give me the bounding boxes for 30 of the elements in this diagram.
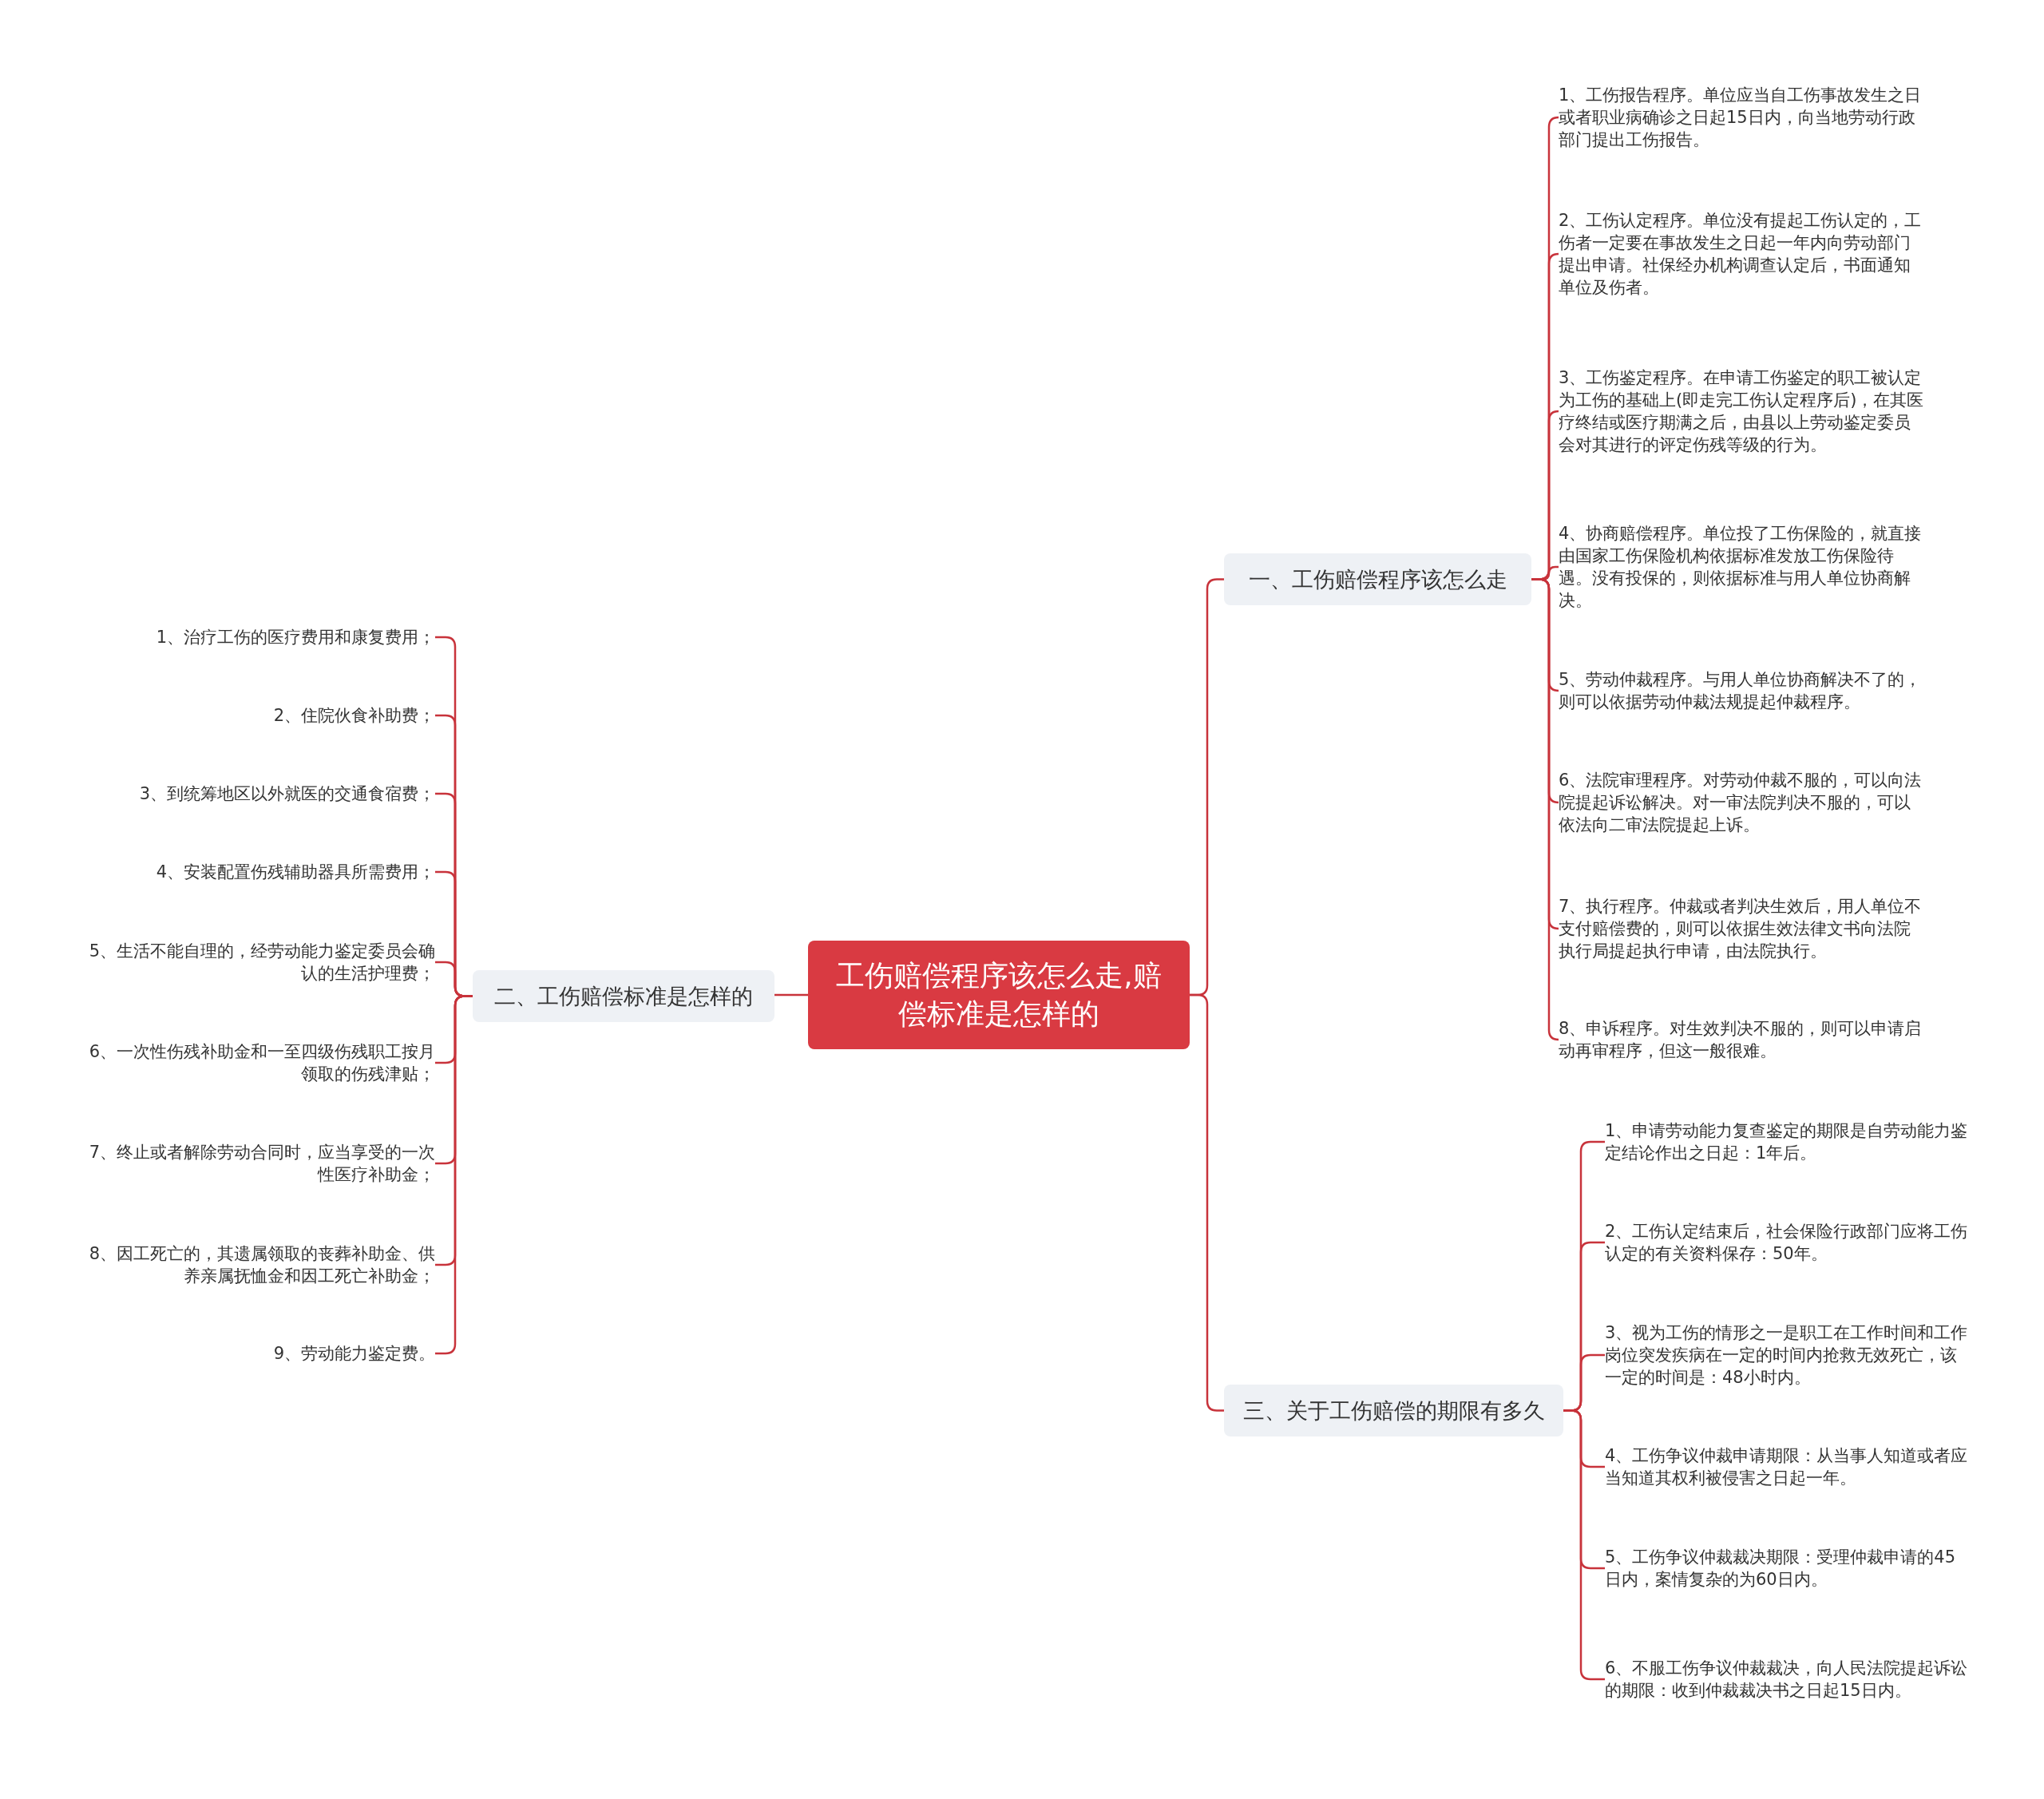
subtopic-text: 6、法院审理程序。对劳动仲裁不服的，可以向法院提起诉讼解决。对一审法院判决不服的，可以依法向二审法院提起上诉。 — [1559, 769, 1926, 836]
connector-line — [774, 993, 808, 997]
subtopic-text: 1、工伤报告程序。单位应当自工伤事故发生之日或者职业病确诊之日起15日内，向当地劳动行政部门提出工伤报告。 — [1559, 84, 1926, 151]
subtopic-text: 9、劳动能力鉴定费。 — [80, 1342, 435, 1365]
central-topic: 工伤赔偿程序该怎么走,赔偿标准是怎样的 — [808, 941, 1190, 1049]
subtopic-text: 8、申诉程序。对生效判决不服的，则可以申请启动再审程序，但这一般很难。 — [1559, 1017, 1926, 1062]
branch-topic: 一、工伤赔偿程序该怎么走 — [1224, 553, 1531, 605]
subtopic-text: 2、工伤认定程序。单位没有提起工伤认定的，工伤者一定要在事故发生之日起一年内向劳动部门提出申请。社保经办机构调查认定后，书面通知单位及伤者。 — [1559, 209, 1926, 299]
subtopic-text: 4、安装配置伤残辅助器具所需费用； — [80, 861, 435, 883]
subtopic-text: 1、治疗工伤的医疗费用和康复费用； — [80, 626, 435, 648]
subtopic-text: 3、到统筹地区以外就医的交通食宿费； — [80, 783, 435, 805]
subtopic-text: 7、终止或者解除劳动合同时，应当享受的一次性医疗补助金； — [80, 1141, 435, 1186]
subtopic-text: 6、不服工伤争议仲裁裁决，向人民法院提起诉讼的期限：收到仲裁裁决书之日起15日内。 — [1605, 1657, 1972, 1702]
subtopic-text: 4、协商赔偿程序。单位投了工伤保险的，就直接由国家工伤保险机构依据标准发放工伤保险待遇。没有投保的，则依据标准与用人单位协商解决。 — [1559, 522, 1926, 612]
subtopic-text: 7、执行程序。仲裁或者判决生效后，用人单位不支付赔偿费的，则可以依据生效法律文书向法院执行局提起执行申请，由法院执行。 — [1559, 895, 1926, 962]
subtopic-text: 1、申请劳动能力复查鉴定的期限是自劳动能力鉴定结论作出之日起：1年后。 — [1605, 1119, 1972, 1164]
subtopic-text: 5、劳动仲裁程序。与用人单位协商解决不了的，则可以依据劳动仲裁法规提起仲裁程序。 — [1559, 668, 1926, 713]
branch-topic: 三、关于工伤赔偿的期限有多久 — [1224, 1385, 1563, 1436]
branch-topic: 二、工伤赔偿标准是怎样的 — [473, 970, 774, 1022]
subtopic-text: 3、工伤鉴定程序。在申请工伤鉴定的职工被认定为工伤的基础上(即走完工伤认定程序后)，在其医疗终结或医疗期满之后，由县以上劳动鉴定委员会对其进行的评定伤残等级的行为。 — [1559, 367, 1926, 456]
connector-line — [1190, 993, 1224, 1412]
subtopic-text: 5、工伤争议仲裁裁决期限：受理仲裁申请的45日内，案情复杂的为60日内。 — [1605, 1546, 1972, 1591]
subtopic-text: 6、一次性伤残补助金和一至四级伤残职工按月领取的伤残津贴； — [80, 1040, 435, 1085]
subtopic-text: 2、工伤认定结束后，社会保险行政部门应将工伤认定的有关资料保存：50年。 — [1605, 1220, 1972, 1265]
connector-line — [435, 995, 473, 1355]
subtopic-text: 2、住院伙食补助费； — [80, 704, 435, 727]
subtopic-text: 8、因工死亡的，其遗属领取的丧葬补助金、供养亲属抚恤金和因工死亡补助金； — [80, 1242, 435, 1287]
subtopic-text: 5、生活不能自理的，经劳动能力鉴定委员会确认的生活护理费； — [80, 940, 435, 985]
subtopic-text: 4、工伤争议仲裁申请期限：从当事人知道或者应当知道其权利被侵害之日起一年。 — [1605, 1444, 1972, 1489]
subtopic-text: 3、视为工伤的情形之一是职工在工作时间和工作岗位突发疾病在一定的时间内抢救无效死亡，该一定的时间是：48小时内。 — [1605, 1322, 1972, 1389]
